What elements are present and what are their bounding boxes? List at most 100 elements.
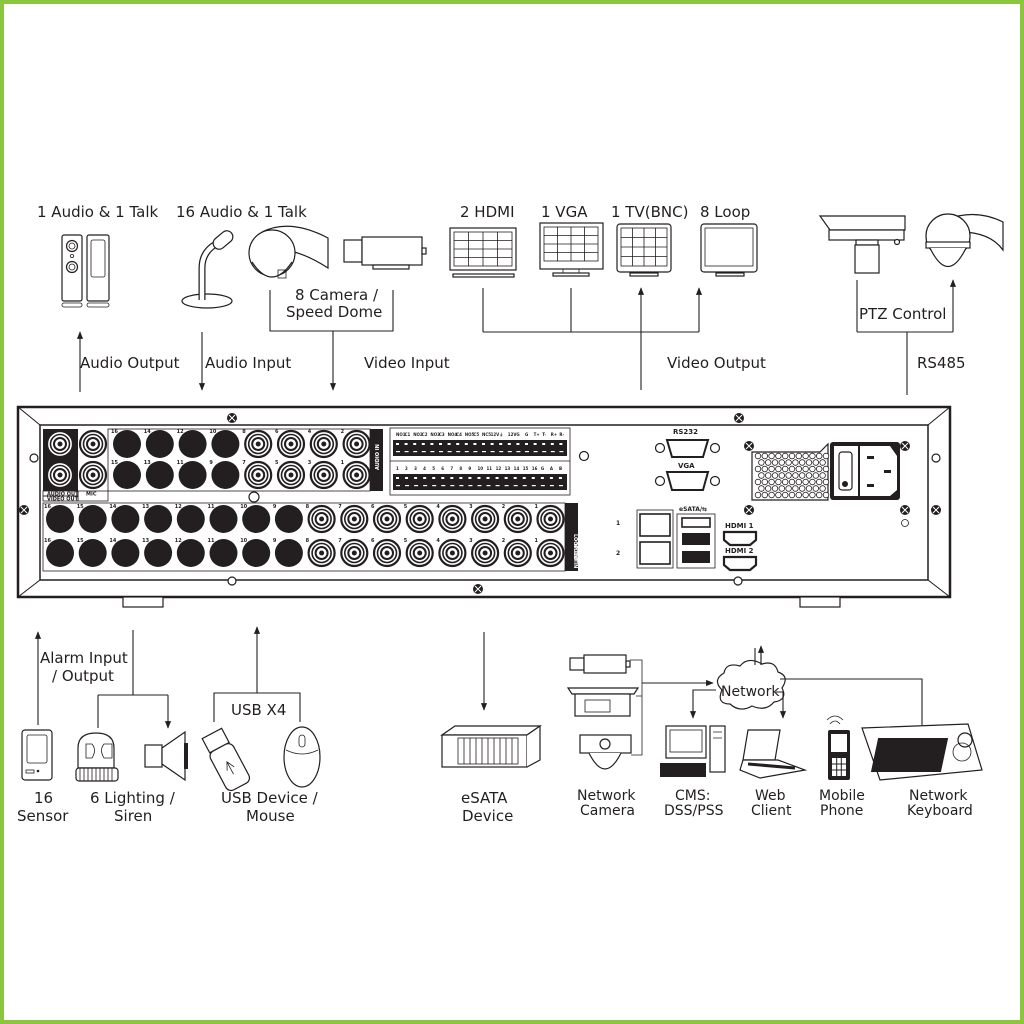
lan-port-1[interactable] xyxy=(636,509,674,569)
web-client-label-line2: Client xyxy=(751,803,792,819)
video-out-port[interactable] xyxy=(78,429,108,459)
audio-in-port[interactable]: 5 xyxy=(275,460,306,490)
loop-out-port[interactable]: 7 xyxy=(338,504,369,534)
siren-icon xyxy=(144,730,188,782)
esata-port[interactable] xyxy=(681,517,711,528)
audio-in-port-number: 11 xyxy=(177,460,184,466)
audio-in-port: 9 xyxy=(209,460,240,489)
video-out-port-2[interactable] xyxy=(78,460,108,490)
network-bullet-camera-icon xyxy=(566,687,640,717)
terminal-label: A xyxy=(550,466,554,471)
siren-label-line1: 6 Lighting / xyxy=(90,789,176,807)
box-camera-icon xyxy=(343,236,427,270)
rs232-label: RS232 xyxy=(673,428,698,436)
loop-out-port[interactable]: 8 xyxy=(306,504,336,534)
audio-out-panel-label: AUDIO OUT xyxy=(47,492,79,498)
video-in-port[interactable]: 2 xyxy=(502,538,532,568)
power-socket[interactable] xyxy=(830,442,900,500)
audio-in-port[interactable]: 1 xyxy=(341,460,371,490)
loop-monitor-icon xyxy=(700,223,758,277)
monitor-label-loop: 8 Loop xyxy=(700,203,750,221)
loop-out-port: 12 xyxy=(175,504,205,533)
vga-port[interactable] xyxy=(654,471,721,491)
video-port-number: 1 xyxy=(535,538,539,544)
network-cloud-label: Network xyxy=(721,684,780,700)
terminal-label: 16 xyxy=(532,466,538,471)
terminal-label: 8 xyxy=(459,466,462,471)
video-port-number: 10 xyxy=(240,504,247,510)
audio-in-port-number: 12 xyxy=(177,429,184,435)
audio-out-port-2[interactable] xyxy=(45,460,75,490)
video-port-number: 11 xyxy=(208,538,215,544)
audio-in-port[interactable]: 3 xyxy=(308,460,338,490)
speakers-icon xyxy=(61,234,110,308)
audio-in-port-number: 15 xyxy=(111,460,118,466)
ptz-speed-dome-icon xyxy=(925,213,1004,267)
video-in-port[interactable]: 1 xyxy=(535,538,565,568)
video-port-number: 5 xyxy=(404,538,408,544)
audio-in-port[interactable]: 4 xyxy=(308,429,338,459)
microphone-icon xyxy=(181,230,234,309)
loop-out-panel-label: LOOP OUT xyxy=(572,534,578,563)
cms-computer-icon xyxy=(660,725,726,777)
web-client-laptop-icon xyxy=(739,729,808,779)
video-port-number: 9 xyxy=(273,504,277,510)
audio-in-panel-label: AUDIO IN xyxy=(375,444,381,470)
dvr-rear-panel: AUDIO OUT VIDEO OUT MIC 1615141312111098… xyxy=(16,405,952,608)
video-port-number: 2 xyxy=(502,504,506,510)
mobile-phone-icon xyxy=(826,715,850,780)
alarm-label-line2: / Output xyxy=(52,667,114,685)
loop-out-port[interactable]: 2 xyxy=(502,504,532,534)
video-port-number: 2 xyxy=(502,538,506,544)
video-in-port[interactable]: 4 xyxy=(436,538,467,568)
terminal-label: C5 xyxy=(473,432,479,437)
video-in-port[interactable]: 7 xyxy=(338,538,369,568)
audio-in-port[interactable]: 8 xyxy=(242,429,273,459)
hdmi-port-1[interactable] xyxy=(722,530,758,547)
loop-out-port[interactable]: 6 xyxy=(371,504,402,534)
audio-in-port[interactable]: 7 xyxy=(242,460,273,490)
video-in-port[interactable]: 8 xyxy=(306,538,336,568)
video-ports: 1616151514141313121211111010998877665544… xyxy=(44,504,565,568)
esata-storage-icon xyxy=(440,724,542,768)
lan-port-2[interactable] xyxy=(639,541,671,565)
terminal-label: 15 xyxy=(523,466,529,471)
loop-out-port[interactable]: 4 xyxy=(436,504,467,534)
audio-output-device-title: 1 Audio & 1 Talk xyxy=(37,203,159,221)
usb-port-1[interactable] xyxy=(682,533,710,545)
video-port-number: 10 xyxy=(240,538,247,544)
loop-out-port: 16 xyxy=(44,504,74,533)
mobile-phone-label-line1: Mobile xyxy=(819,788,865,804)
terminal-label: 5 xyxy=(432,466,435,471)
audio-in-port[interactable]: 6 xyxy=(275,429,306,459)
loop-out-port[interactable]: 5 xyxy=(404,504,434,534)
hdmi1-label: HDMI 1 xyxy=(725,522,754,530)
network-keyboard-label-line2: Keyboard xyxy=(907,803,973,819)
hdmi-port-2[interactable] xyxy=(722,555,758,572)
terminal-label: 14 xyxy=(514,466,520,471)
hdmi-monitor-icon xyxy=(449,227,517,278)
loop-out-port[interactable]: 3 xyxy=(469,504,500,534)
audio-in-port-number: 5 xyxy=(275,460,279,466)
terminal-label: R+ xyxy=(551,432,557,437)
audio-in-port[interactable]: 2 xyxy=(341,429,371,459)
audio-out-port[interactable] xyxy=(45,429,75,459)
terminal-label: NO1 xyxy=(396,432,406,437)
audio-in-port-number: 8 xyxy=(242,429,246,435)
usb-port-2[interactable] xyxy=(682,551,710,563)
loop-out-port[interactable]: 1 xyxy=(535,504,565,534)
video-in-port[interactable]: 3 xyxy=(469,538,500,568)
camera-title-line1: 8 Camera / xyxy=(295,286,379,304)
audio-in-port: 15 xyxy=(111,460,141,489)
audio-in-port-number: 10 xyxy=(209,429,216,435)
video-port-number: 7 xyxy=(338,538,342,544)
video-port-number: 14 xyxy=(109,538,116,544)
rs232-port[interactable] xyxy=(654,439,721,458)
terminal-label: T+ xyxy=(534,432,540,437)
network-camera-label-line1: Network xyxy=(577,788,636,804)
video-in-port[interactable]: 6 xyxy=(371,538,402,568)
loop-out-port: 11 xyxy=(208,504,238,533)
video-in-port[interactable]: 5 xyxy=(404,538,434,568)
